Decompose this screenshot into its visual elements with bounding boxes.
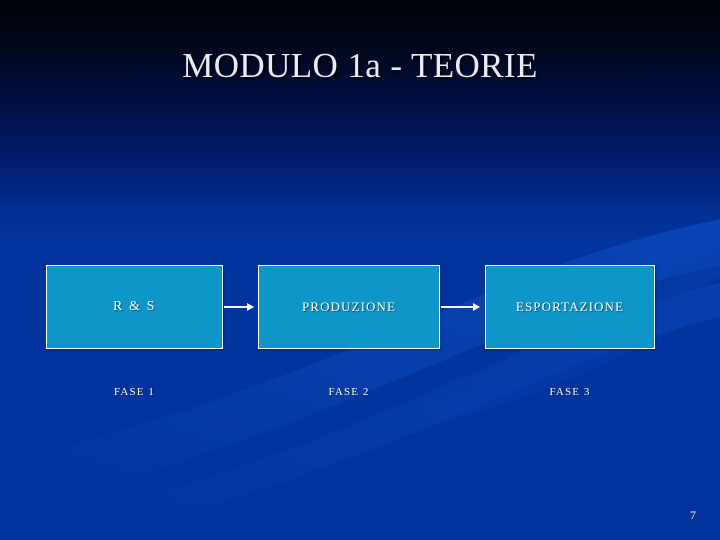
process-node-label: R & S (112, 299, 156, 314)
phase-caption-1: FASE 1 (114, 386, 155, 398)
process-node-r-e-s[interactable]: R & S (46, 265, 223, 349)
phase-caption-3: FASE 3 (549, 386, 591, 398)
right-arrow-icon-1 (224, 303, 254, 311)
process-node-label: PRODUZIONE (301, 299, 397, 314)
phase-caption-2: FASE 2 (328, 386, 370, 398)
phase-caption-row: FASE 1 FASE 2 FASE 3 (0, 386, 720, 406)
right-arrow-icon-2 (441, 303, 480, 311)
process-node-esportazione[interactable]: ESPORTAZIONE (485, 265, 655, 349)
process-node-produzione[interactable]: PRODUZIONE (258, 265, 440, 349)
process-node-label: ESPORTAZIONE (515, 299, 625, 314)
slide-page-number: 7 (690, 508, 696, 522)
page-title: MODULO 1a - TEORIE (182, 46, 538, 85)
process-flow-diagram: R & S PRODUZIONE ESPORTAZIONE (0, 265, 720, 349)
